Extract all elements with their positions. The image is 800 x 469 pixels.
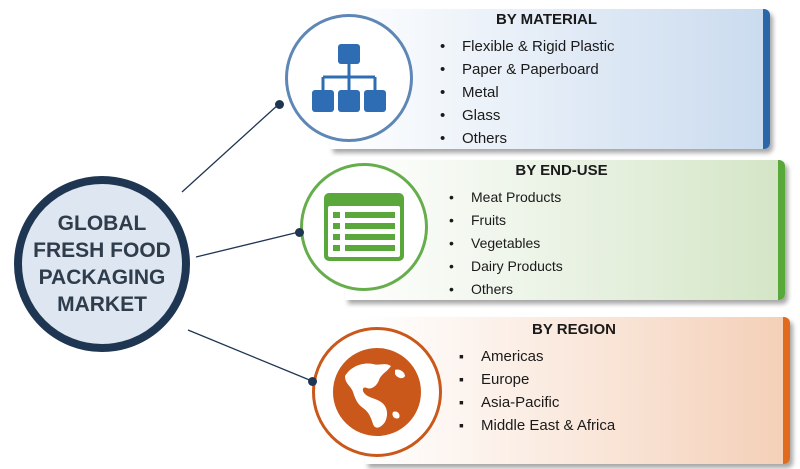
hierarchy-icon: [312, 44, 386, 112]
enduse-title: BY END-USE: [515, 162, 608, 179]
connector-dot-material: [275, 100, 284, 109]
enduse-panel: BY END-USE Meat Products Fruits Vegetabl…: [345, 160, 785, 301]
market-hub-circle: GLOBAL FRESH FOOD PACKAGING MARKET: [14, 176, 190, 352]
connector-dot-enduse: [295, 228, 304, 237]
hub-title: GLOBAL FRESH FOOD PACKAGING MARKET: [33, 210, 171, 318]
list-item: Paper & Paperboard: [440, 58, 615, 81]
region-title: BY REGION: [532, 321, 616, 338]
hub-title-line: PACKAGING: [38, 266, 166, 289]
list-item: Others: [449, 278, 563, 301]
list-item: Others: [440, 127, 615, 150]
material-icon-ring: [285, 14, 413, 142]
list-item: Meat Products: [449, 186, 563, 209]
list-item: Vegetables: [449, 232, 563, 255]
list-icon: [324, 193, 404, 261]
connector-dot-region: [308, 377, 317, 386]
list-item: Europe: [459, 368, 615, 391]
list-item: Asia-Pacific: [459, 391, 615, 414]
region-list: Americas Europe Asia-Pacific Middle East…: [459, 345, 615, 437]
list-item: Metal: [440, 81, 615, 104]
enduse-list: Meat Products Fruits Vegetables Dairy Pr…: [449, 186, 563, 301]
material-title: BY MATERIAL: [495, 11, 598, 28]
list-item: Middle East & Africa: [459, 414, 615, 437]
hub-title-line: MARKET: [57, 293, 147, 316]
enduse-icon-ring: [300, 163, 428, 291]
list-item: Dairy Products: [449, 255, 563, 278]
list-item: Fruits: [449, 209, 563, 232]
material-panel: BY MATERIAL Flexible & Rigid Plastic Pap…: [330, 9, 770, 150]
material-list: Flexible & Rigid Plastic Paper & Paperbo…: [440, 35, 615, 150]
list-item: Glass: [440, 104, 615, 127]
hub-title-line: FRESH FOOD: [33, 239, 171, 262]
region-icon-ring: [312, 327, 442, 457]
hub-title-line: GLOBAL: [57, 212, 147, 235]
globe-americas-icon: [333, 348, 421, 436]
list-item: Flexible & Rigid Plastic: [440, 35, 615, 58]
list-item: Americas: [459, 345, 615, 368]
